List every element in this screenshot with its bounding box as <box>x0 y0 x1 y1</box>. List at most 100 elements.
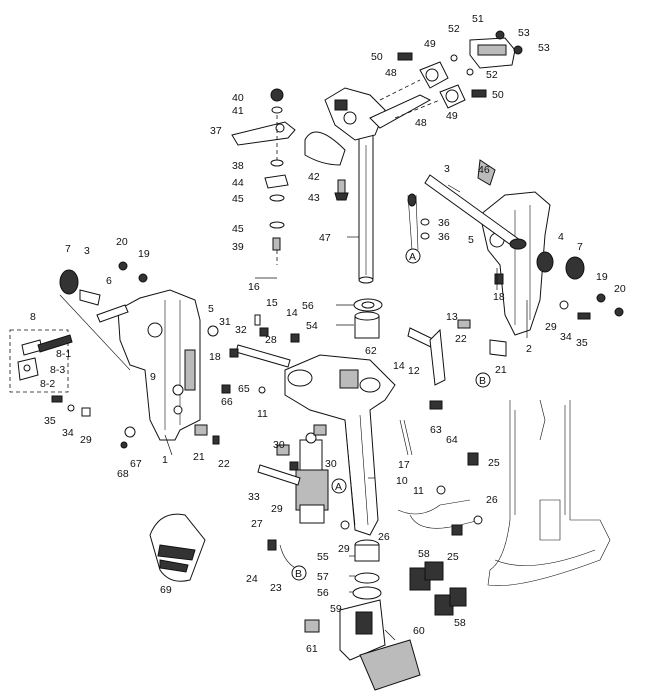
callout-2: 2 <box>526 343 532 355</box>
callout-48-top: 48 <box>385 67 397 79</box>
callout-18-right: 18 <box>493 291 505 303</box>
callout-61: 61 <box>306 643 318 655</box>
callout-46: 46 <box>478 164 490 176</box>
callout-50-right: 50 <box>492 89 504 101</box>
callout-36-top: 36 <box>438 217 450 229</box>
callout-55: 55 <box>317 551 329 563</box>
callout-31: 31 <box>219 316 231 328</box>
callout-58-top: 58 <box>418 548 430 560</box>
tilt-cylinder <box>289 432 329 524</box>
leader-lines <box>164 184 528 641</box>
left-knob-parts <box>59 261 148 371</box>
shroud-69 <box>149 513 206 582</box>
callout-3-right: 3 <box>444 163 450 175</box>
callout-60: 60 <box>413 625 425 637</box>
tube-3-right <box>424 174 527 250</box>
callout-12: 12 <box>408 365 420 377</box>
callout-25-bottom: 25 <box>447 551 459 563</box>
callout-29-bottom: 29 <box>338 543 350 555</box>
callout-6: 6 <box>106 275 112 287</box>
callout-34-right: 34 <box>560 331 572 343</box>
callout-24: 24 <box>246 573 258 585</box>
fasteners <box>51 273 591 551</box>
callout-62: 62 <box>365 345 377 357</box>
callout-45-bottom: 45 <box>232 223 244 235</box>
lower-unit-outline <box>487 399 611 586</box>
callout-53-top: 53 <box>518 27 530 39</box>
callout-65: 65 <box>238 383 250 395</box>
callout-7-left: 7 <box>65 243 71 255</box>
callout-labels: 1 2 3 3 4 5 5 6 7 7 8 8-1 8-2 8-3 9 10 1… <box>30 13 626 655</box>
callout-41: 41 <box>232 105 244 117</box>
callout-19-left: 19 <box>138 248 150 260</box>
callout-37: 37 <box>210 125 222 137</box>
callout-49-bottom: 49 <box>446 110 458 122</box>
connector-label-a-mid: A <box>335 481 342 493</box>
callout-13: 13 <box>446 311 458 323</box>
callout-66: 66 <box>221 396 233 408</box>
callout-8-3: 8-3 <box>50 364 65 376</box>
connector-a-mid <box>331 478 347 494</box>
callout-36-bottom: 36 <box>438 231 450 243</box>
connector-label-b-bottom: B <box>295 568 302 580</box>
callout-17: 17 <box>398 459 410 471</box>
callout-56-top: 56 <box>302 300 314 312</box>
callout-45-top: 45 <box>232 193 244 205</box>
bushing-54-56 <box>353 298 383 339</box>
swivel-bracket <box>284 354 396 536</box>
connector-markers <box>291 248 491 581</box>
callout-38: 38 <box>232 160 244 172</box>
bottom-stack <box>304 539 421 691</box>
connector-b-right <box>475 372 491 388</box>
callout-18-left: 18 <box>209 351 221 363</box>
linkage-assembly <box>379 30 523 119</box>
callout-8: 8 <box>30 311 36 323</box>
callout-3-left: 3 <box>84 245 90 257</box>
callout-9: 9 <box>150 371 156 383</box>
callout-14-right: 14 <box>393 360 405 372</box>
clip-group-8 <box>9 329 73 393</box>
callout-49-top: 49 <box>424 38 436 50</box>
callout-22-left: 22 <box>218 458 230 470</box>
callout-43: 43 <box>308 192 320 204</box>
callout-53-bottom: 53 <box>538 42 550 54</box>
plate-42 <box>304 131 349 201</box>
callout-54: 54 <box>306 320 318 332</box>
connector-b-bottom <box>291 565 307 581</box>
connector-label-a-top: A <box>409 251 416 263</box>
callout-26-right: 26 <box>486 494 498 506</box>
callout-16: 16 <box>248 281 260 293</box>
callout-25-top: 25 <box>488 457 500 469</box>
callout-14-left: 14 <box>286 307 298 319</box>
callout-50-left: 50 <box>371 51 383 63</box>
callout-28: 28 <box>265 334 277 346</box>
steering-shaft <box>358 129 374 284</box>
sender-hardware <box>399 319 507 456</box>
callout-39: 39 <box>232 241 244 253</box>
callout-22-right: 22 <box>455 333 467 345</box>
wire-harness <box>279 485 483 571</box>
callout-32: 32 <box>235 324 247 336</box>
callout-26-bottom: 26 <box>378 531 390 543</box>
callout-11-left: 11 <box>257 408 268 420</box>
callout-21-right: 21 <box>495 364 507 376</box>
clamp-bracket-left <box>117 289 201 441</box>
callout-57: 57 <box>317 571 329 583</box>
callout-35-right: 35 <box>576 337 588 349</box>
callout-5-right: 5 <box>468 234 474 246</box>
callout-47: 47 <box>319 232 331 244</box>
callout-42: 42 <box>308 171 320 183</box>
callout-21-left: 21 <box>193 451 205 463</box>
callout-7-right: 7 <box>577 241 583 253</box>
callout-40: 40 <box>232 92 244 104</box>
callout-64: 64 <box>446 434 458 446</box>
callout-20-right: 20 <box>614 283 626 295</box>
callout-10: 10 <box>396 475 408 487</box>
callout-52-top: 52 <box>448 23 460 35</box>
callout-59: 59 <box>330 603 342 615</box>
callout-29-left: 29 <box>80 434 92 446</box>
callout-11-right: 11 <box>413 485 424 497</box>
callout-1: 1 <box>162 454 168 466</box>
callout-19-right: 19 <box>596 271 608 283</box>
